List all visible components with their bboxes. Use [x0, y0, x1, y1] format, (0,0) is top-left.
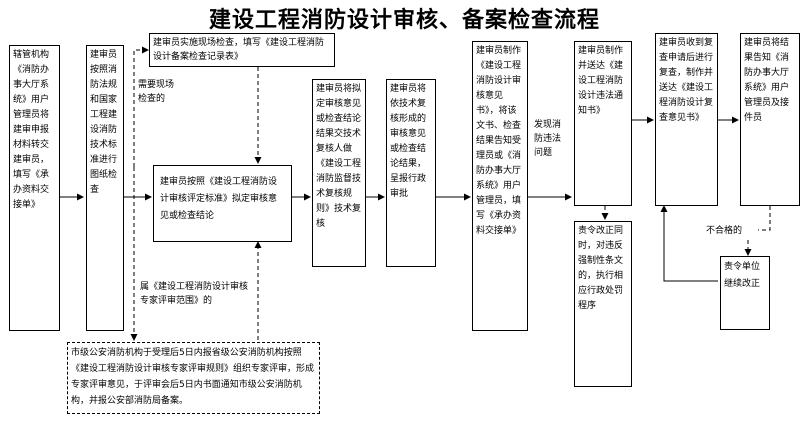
- node-review-opinion: 建审员收到复查申请后进行复查，制作并送达《建设工程消防设计复查意见书》: [655, 33, 718, 206]
- label-expert-scope: 属《建设工程消防设计审核专家评审范围》的: [140, 282, 249, 306]
- node-technical-review: 建审员将拟定审核意见或检查结论结果交技术复核人做《建设工程消防监督技术复核规则》…: [312, 79, 366, 267]
- label-unqualified: 不合格的: [706, 224, 758, 240]
- node-continue-correction: 责令单位继续改正: [720, 256, 770, 330]
- node-drawing-check: 建审员按照消防法规和国家工程建设消防技术标准进行图纸检查: [86, 45, 124, 331]
- dashed-n2-n3: [133, 46, 149, 167]
- diagram-title: 建设工程消防设计审核、备案检查流程: [208, 7, 600, 33]
- node-opinion-letter: 建审员制作《建设工程消防设计审核意见书》，将该文书、检查结果告知受理员或《消防办…: [472, 41, 528, 331]
- node-draft-opinion: 建审员按照《建设工程消防设计审核评定标准》拟定审核意见或检查结论: [153, 165, 292, 242]
- label-violation-found: 发现消防违法问题: [534, 120, 562, 158]
- arrow-n12-n9: [660, 205, 718, 282]
- node-expert-review: 市级公安消防机构于受理后5日内报省级公安消防机构按照《建设工程消防设计审核专家评…: [67, 342, 320, 414]
- node-admin-approval: 建审员将依技术复核形成的审核意见或检查结论结果，呈报行政审批: [386, 79, 436, 267]
- node-notify-result: 建审员将结果告知《消防办事大厅系统》用户管理员及接件员: [740, 33, 800, 206]
- node-correction-penalty: 责令改正同时，对违反强制性条文的，执行相应行政处罚程序: [574, 221, 632, 387]
- node-handover: 辖管机构《消防办事大厅系统》用户管理员将建审申报材料转交建审员，填写《承办资料交…: [9, 45, 60, 331]
- node-site-inspection: 建审员实施现场检查，填写《建设工程消防设计备案检查记录表》: [149, 33, 335, 67]
- dashed-n10-n12: [744, 206, 771, 256]
- node-violation-notice: 建审员制作并送达《建设工程消防设计违法通知书》: [574, 41, 632, 206]
- label-need-site-check: 需要现场检查的: [138, 80, 175, 104]
